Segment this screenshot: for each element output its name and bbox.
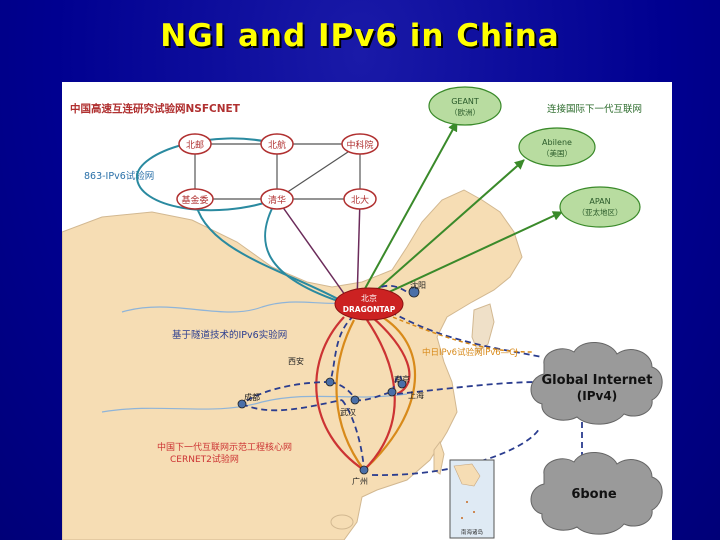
node-abilene: Abilene （美国） <box>518 127 596 167</box>
abilene-sub: （美国） <box>542 148 572 158</box>
nsfcnet-title: 中国高速互连研究试验网NSFCNET <box>70 102 241 115</box>
dragontap-label: DRAGONTAP <box>343 305 396 314</box>
city-nanjing: 南京 <box>387 374 410 397</box>
city-shenyang: 沈阳 <box>408 280 426 298</box>
beijing-label: 北京 <box>361 293 377 303</box>
qinghua-to-beijing-link <box>276 198 351 303</box>
city-nanjing-label: 南京 <box>394 374 410 384</box>
geant-sub: （欧洲） <box>450 107 480 117</box>
city-xian-label: 西安 <box>288 356 304 366</box>
node-beiyou-label: 北邮 <box>186 139 204 151</box>
link-6bone <box>371 412 583 476</box>
intl-title: 连接国际下一代互联网 <box>547 103 642 115</box>
city-xian: 西安 <box>288 356 335 387</box>
city-shenyang-label: 沈阳 <box>410 280 426 290</box>
river-yangtze <box>101 393 408 413</box>
qinghua-teal-link <box>264 198 348 305</box>
node-qinghua: 清华 <box>260 188 294 210</box>
city-wuhan: 武汉 <box>340 395 360 417</box>
node-geant: GEANT （欧洲） <box>428 86 502 126</box>
global-internet-label: Global Internet <box>542 373 653 388</box>
city-shanghai-label: 上海 <box>408 390 424 400</box>
apan-label: APAN <box>589 197 610 206</box>
node-apan: APAN （亚太地区） <box>559 186 641 228</box>
cernet2-label-line2: CERNET2试验网 <box>170 453 239 465</box>
sixbone-label: 6bone <box>571 487 617 502</box>
city-shanghai: 上海 <box>397 379 424 400</box>
node-zhongkeyuan-label: 中科院 <box>346 139 373 151</box>
hainan-landmass <box>330 514 354 530</box>
city-chengdu-label: 成都 <box>244 392 260 402</box>
sixbone-cloud: 6bone <box>530 452 663 535</box>
node-beihang: 北航 <box>260 133 294 155</box>
city-chengdu: 成都 <box>237 392 260 409</box>
node-beida: 北大 <box>343 188 377 210</box>
taiwan-landmass <box>433 440 445 475</box>
ipv6-863-ring <box>135 137 278 212</box>
tunnel-links <box>241 284 543 471</box>
link-apan <box>373 211 563 300</box>
city-wuhan-label: 武汉 <box>340 407 356 417</box>
inset-label: 南海诸岛 <box>461 528 484 536</box>
apan-sub: （亚太地区） <box>578 207 623 217</box>
node-beijing-dragontap: 北京 DRAGONTAP <box>334 287 404 321</box>
global-internet-cloud: Global Internet (IPv4) <box>530 342 663 425</box>
korea-landmass <box>471 303 495 353</box>
link-geant <box>361 121 458 295</box>
jijinwei-teal-link <box>194 198 348 305</box>
node-beiyou: 北邮 <box>178 133 212 155</box>
link-global-internet <box>396 381 541 395</box>
cj-link <box>379 311 533 353</box>
south-china-sea-inset: 南海诸岛 <box>449 459 495 539</box>
link-abilene <box>369 159 525 297</box>
beida-to-beijing-link <box>356 198 361 303</box>
node-zhongkeyuan: 中科院 <box>341 133 379 155</box>
geant-label: GEANT <box>451 97 479 106</box>
city-guangzhou-label: 广州 <box>352 476 368 486</box>
node-qinghua-label: 清华 <box>268 194 286 206</box>
node-beida-label: 北大 <box>351 194 369 206</box>
tunnel-label: 基于隧道技术的IPv6实验网 <box>172 329 287 341</box>
city-guangzhou: 广州 <box>352 465 369 486</box>
map-svg: 中国高速互连研究试验网NSFCNET 连接国际下一代互联网 863-IPv6试验… <box>62 86 663 540</box>
cernet2-label-line1: 中国下一代互联网示范工程核心网 <box>157 441 292 453</box>
cernet2-core-links <box>315 313 417 471</box>
cj-label: 中日IPv6试验网IPv6—CJ <box>422 347 518 358</box>
network-map: 中国高速互连研究试验网NSFCNET 连接国际下一代互联网 863-IPv6试验… <box>62 82 672 540</box>
node-beihang-label: 北航 <box>268 139 286 151</box>
slide-title: NGI and IPv6 in China <box>160 18 560 54</box>
river-yellow <box>121 296 368 313</box>
global-internet-sub: (IPv4) <box>577 389 617 403</box>
node-jijinwei-label: 基金委 <box>181 194 208 206</box>
abilene-label: Abilene <box>542 138 572 147</box>
china-landmass <box>62 189 523 540</box>
ipv6-863-label: 863-IPv6试验网 <box>84 170 154 182</box>
node-jijinwei: 基金委 <box>176 188 214 210</box>
